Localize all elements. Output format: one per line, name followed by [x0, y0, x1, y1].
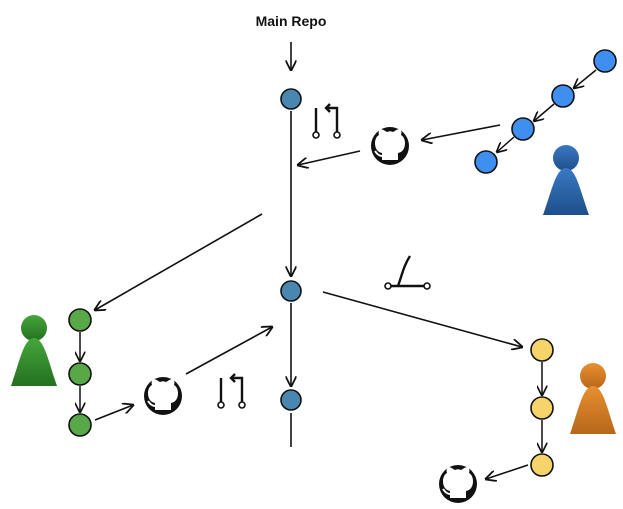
blue-commit-3 — [511, 117, 535, 141]
main-commit-2 — [280, 280, 302, 302]
main-commit-1 — [280, 88, 302, 110]
green-merge-arrow — [185, 327, 272, 375]
yellow-fork-arrow — [322, 291, 522, 347]
blue-branch — [298, 49, 617, 174]
green-fork-arrow — [95, 213, 263, 310]
github-icon — [439, 465, 477, 503]
yellow-commit-1 — [530, 338, 554, 362]
yellow-commit-2 — [530, 396, 554, 420]
main-commit-3 — [280, 389, 302, 411]
green-commit-3 — [68, 413, 92, 437]
blue-commit-2 — [551, 84, 575, 108]
blue-merge-arrow — [298, 150, 361, 165]
github-icon — [371, 127, 409, 165]
yellow-branch — [322, 291, 554, 479]
green-commit-1 — [68, 308, 92, 332]
pull-request-icon — [217, 373, 246, 409]
diagram-title: Main Repo — [255, 13, 327, 29]
blue-person-icon — [543, 145, 589, 215]
green-person-icon — [11, 315, 57, 386]
pull-request-icon — [312, 103, 341, 139]
fork-icon — [384, 255, 431, 290]
main-branch — [280, 42, 302, 447]
blue-commit-4 — [474, 150, 498, 174]
green-to-github-arrow — [94, 405, 133, 421]
yellow-to-github-arrow — [486, 464, 529, 479]
yellow-commit-3 — [530, 453, 554, 477]
blue-to-github-arrow — [422, 124, 501, 140]
github-icon — [144, 377, 182, 415]
green-commit-2 — [68, 362, 92, 386]
blue-commit-1 — [593, 49, 617, 73]
green-branch — [68, 213, 272, 437]
orange-person-icon — [570, 363, 616, 434]
